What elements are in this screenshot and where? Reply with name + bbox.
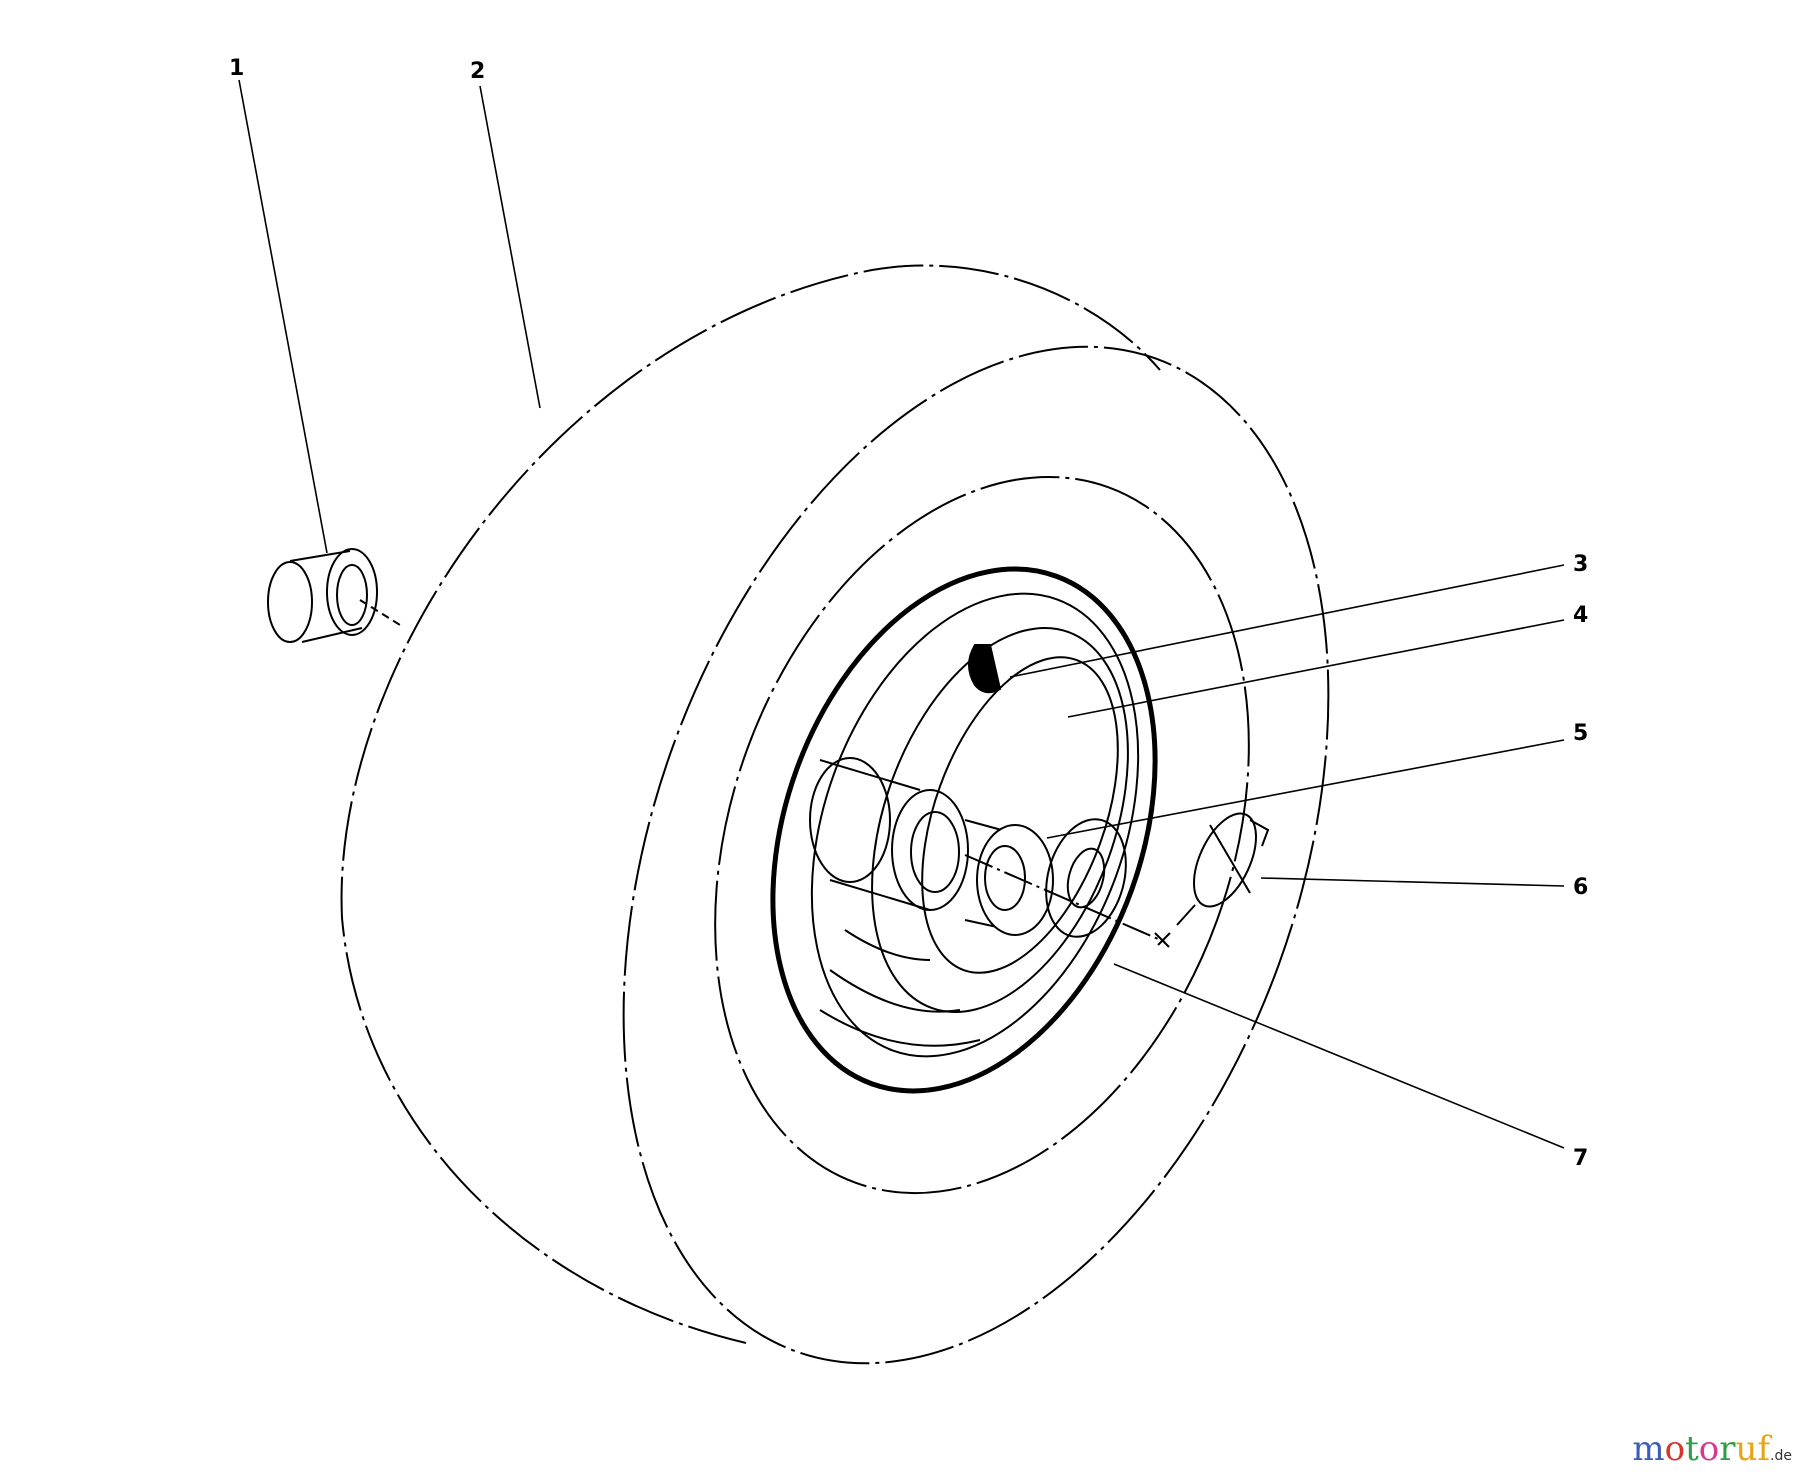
watermark-text: motoruf [1632, 1429, 1770, 1469]
callout-5: 5 [1573, 721, 1588, 746]
hairpin-legs [1176, 819, 1270, 926]
watermark-letter: u [1735, 1429, 1758, 1469]
callout-4: 4 [1573, 603, 1588, 628]
rim-groove [871, 626, 1129, 1014]
callout-2: 2 [470, 59, 485, 84]
spacer [976, 824, 1054, 936]
leader-lines [238, 79, 1565, 1149]
bushing-face [326, 548, 378, 636]
leader-5 [1046, 739, 1565, 839]
rim-edge [714, 475, 1250, 1195]
watermark-letter: o [1664, 1429, 1686, 1469]
bushing-axis [359, 599, 401, 626]
bushing [267, 561, 313, 643]
callout-1: 1 [229, 56, 244, 81]
leader-3 [1009, 564, 1565, 678]
tire-outline [340, 264, 1161, 1344]
watermark-letter: t [1685, 1429, 1699, 1469]
valve-stem [968, 644, 1002, 694]
rim-contours [819, 929, 981, 1047]
leader-1 [238, 79, 328, 554]
spacer-bore [984, 845, 1026, 911]
washer [1045, 818, 1127, 938]
tire-sidewall [622, 345, 1330, 1365]
assembly-axis [964, 854, 1171, 948]
leader-2 [479, 85, 541, 409]
callout-3: 3 [1573, 552, 1588, 577]
watermark-logo: motoruf.de [1632, 1429, 1792, 1469]
hub-bearing-face [891, 789, 969, 911]
hub-bearing-bore [910, 811, 960, 893]
watermark-letter: f [1757, 1429, 1771, 1469]
washer-hole [1066, 847, 1106, 909]
leader-7 [1113, 963, 1565, 1149]
watermark-letter: m [1632, 1429, 1665, 1469]
callout-6: 6 [1573, 875, 1588, 900]
rim-groove [921, 656, 1119, 974]
leader-6 [1260, 877, 1565, 887]
hairpin-cotter [1193, 812, 1257, 908]
hub-bearing [809, 757, 891, 883]
wheel-rim-inner [810, 592, 1140, 1058]
wheel-rim [770, 566, 1158, 1094]
watermark-letter: o [1698, 1429, 1720, 1469]
bushing-body [289, 550, 363, 643]
bushing-bore [336, 564, 368, 626]
leader-4 [1067, 619, 1565, 718]
watermark-letter: r [1719, 1429, 1736, 1469]
watermark-suffix: .de [1770, 1448, 1792, 1464]
callout-7: 7 [1573, 1146, 1588, 1171]
